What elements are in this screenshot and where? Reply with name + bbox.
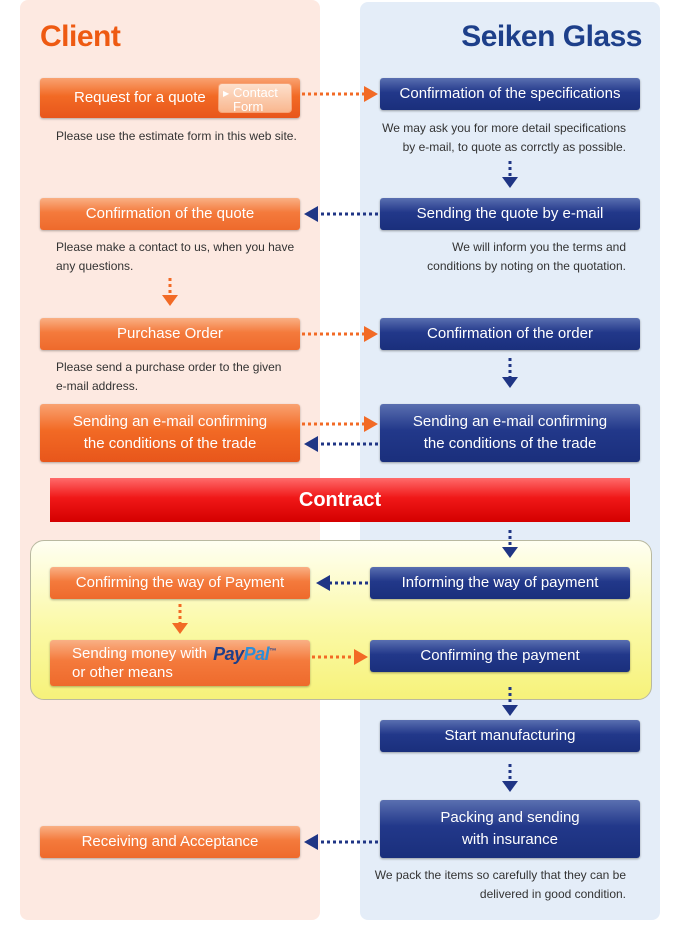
step-start-manufacturing-label: Start manufacturing [444, 727, 576, 745]
dotted-arrow-left-icon [304, 436, 378, 452]
step-receiving-acceptance: Receiving and Acceptance [40, 826, 300, 858]
note-purchase-order-line2: e-mail address. [56, 378, 139, 393]
note-quote-terms: We will inform you the terms and conditi… [427, 238, 626, 275]
dotted-arrow-left-icon [316, 575, 368, 591]
dotted-arrow-right-icon [302, 326, 378, 342]
note-specs: We may ask you for more detail specifica… [382, 119, 626, 156]
step-purchase-order-label: Purchase Order [117, 325, 223, 343]
contact-form-line2: Form [233, 98, 264, 114]
step-confirm-specs-label: Confirmation of the specifications [399, 85, 621, 103]
note-specs-line1: We may ask you for more detail specifica… [382, 121, 626, 135]
dotted-arrow-down-icon [502, 530, 518, 558]
step-send-quote-label: Sending the quote by e-mail [416, 205, 604, 223]
note-packing: We pack the items so carefully that they… [375, 866, 626, 903]
dotted-arrow-right-icon [302, 86, 378, 102]
step-confirm-payment-way-label: Confirming the way of Payment [75, 574, 285, 592]
step-sending-money-line2: or other means [72, 663, 173, 681]
contact-form-line1: Contact [233, 85, 278, 100]
step-client-email-line1: Sending an e-mail confirming [72, 413, 268, 431]
step-client-email-line2: the conditions of the trade [83, 435, 257, 452]
step-seiken-email-confirm: Sending an e-mail confirming the conditi… [380, 404, 640, 462]
step-purchase-order: Purchase Order [40, 318, 300, 350]
note-quote-confirm-line2: any questions. [56, 258, 134, 273]
step-packing-line1: Packing and sending [440, 809, 580, 827]
step-packing-sending: Packing and sending with insurance [380, 800, 640, 858]
paypal-tm: ™ [269, 647, 276, 655]
step-confirm-payment-way: Confirming the way of Payment [50, 567, 310, 599]
dotted-arrow-left-icon [304, 206, 378, 222]
note-specs-line2: by e-mail, to quote as corrctly as possi… [402, 139, 626, 154]
paypal-logo: PayPal™ [213, 643, 276, 665]
note-purchase-order-line1: Please send a purchase order to the give… [56, 360, 282, 374]
step-client-email-confirm: Sending an e-mail confirming the conditi… [40, 404, 300, 462]
contract-bar: Contract [50, 478, 630, 522]
dotted-arrow-down-icon [502, 358, 518, 388]
step-confirm-specs: Confirmation of the specifications [380, 78, 640, 110]
dotted-arrow-down-icon [502, 687, 518, 716]
seiken-title: Seiken Glass [461, 20, 642, 53]
step-seiken-email-line1: Sending an e-mail confirming [412, 413, 608, 431]
step-receiving-acceptance-label: Receiving and Acceptance [81, 833, 259, 851]
note-quote-terms-line2: conditions by noting on the quotation. [427, 258, 626, 273]
step-sending-money: Sending money with PayPal™ or other mean… [50, 640, 310, 686]
step-request-quote-label: Request for a quote [74, 89, 206, 107]
step-packing-line2: with insurance [462, 831, 558, 848]
step-confirm-payment-label: Confirming the payment [420, 647, 580, 665]
note-quote-terms-line1: We will inform you the terms and [452, 240, 626, 254]
contact-form-button[interactable]: ▶ Contact Form [218, 83, 292, 113]
note-quote-request: Please use the estimate form in this web… [56, 129, 297, 143]
note-packing-line2: delivered in good condition. [479, 886, 626, 901]
step-start-manufacturing: Start manufacturing [380, 720, 640, 752]
note-quote-confirm-line1: Please make a contact to us, when you ha… [56, 240, 295, 254]
step-sending-money-line1: Sending money with [72, 645, 208, 663]
paypal-logo-pal: Pal [243, 643, 270, 664]
step-confirm-payment: Confirming the payment [370, 640, 630, 672]
step-inform-payment-way: Informing the way of payment [370, 567, 630, 599]
note-purchase-order: Please send a purchase order to the give… [56, 358, 281, 395]
dotted-arrow-down-icon [172, 604, 188, 634]
dotted-arrow-down-icon [502, 161, 518, 188]
triangle-right-icon: ▶ [223, 89, 230, 98]
dotted-arrow-left-icon [304, 834, 378, 850]
step-seiken-email-line2: the conditions of the trade [423, 435, 597, 452]
step-confirm-order: Confirmation of the order [380, 318, 640, 350]
dotted-arrow-right-icon [302, 416, 378, 432]
note-quote-confirm: Please make a contact to us, when you ha… [56, 238, 294, 275]
step-send-quote: Sending the quote by e-mail [380, 198, 640, 230]
step-confirm-quote: Confirmation of the quote [40, 198, 300, 230]
paypal-logo-pay: Pay [213, 643, 244, 664]
client-title: Client [40, 20, 121, 53]
step-confirm-quote-label: Confirmation of the quote [85, 205, 255, 223]
note-packing-line1: We pack the items so carefully that they… [374, 868, 626, 882]
dotted-arrow-right-icon [312, 649, 368, 665]
dotted-arrow-down-icon [502, 764, 518, 792]
step-confirm-order-label: Confirmation of the order [427, 325, 593, 343]
dotted-arrow-down-icon [162, 278, 178, 306]
step-inform-payment-way-label: Informing the way of payment [401, 574, 599, 592]
